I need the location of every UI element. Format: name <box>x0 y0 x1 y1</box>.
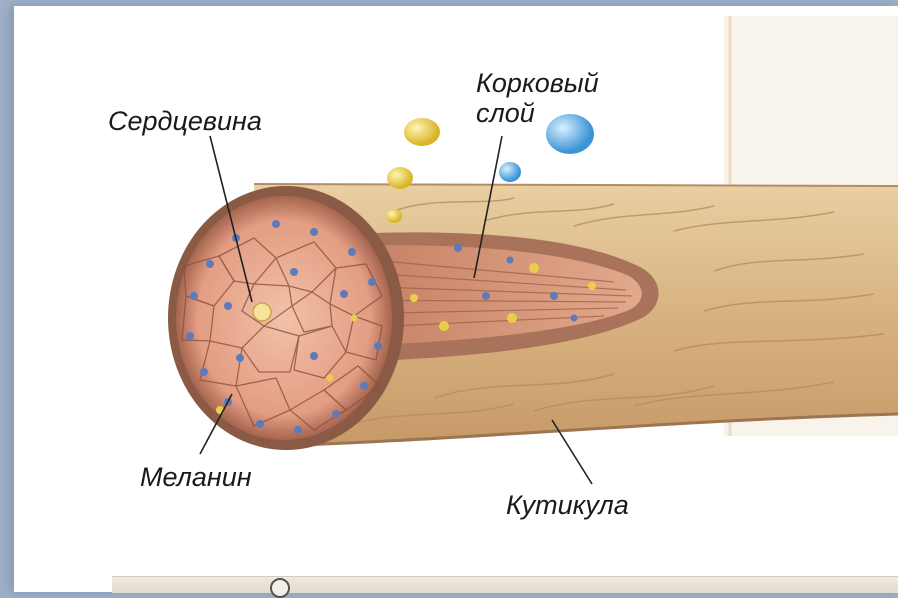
cortex-label-line2: слой <box>476 98 599 128</box>
medulla-label: Сердцевина <box>108 106 262 136</box>
cross-section-face <box>168 186 404 450</box>
medulla-core <box>253 303 271 321</box>
circle-icon <box>270 578 290 598</box>
cortex-label: Корковый слой <box>476 68 599 128</box>
hair-cross-section-illustration <box>14 6 898 592</box>
bottom-image-strip <box>112 576 898 593</box>
cortex-label-line1: Корковый <box>476 68 599 98</box>
diagram-panel: Сердцевина Корковый слой Меланин Кутикул… <box>14 6 898 592</box>
melanin-label: Меланин <box>140 462 252 492</box>
cuticle-label: Кутикула <box>506 490 629 520</box>
